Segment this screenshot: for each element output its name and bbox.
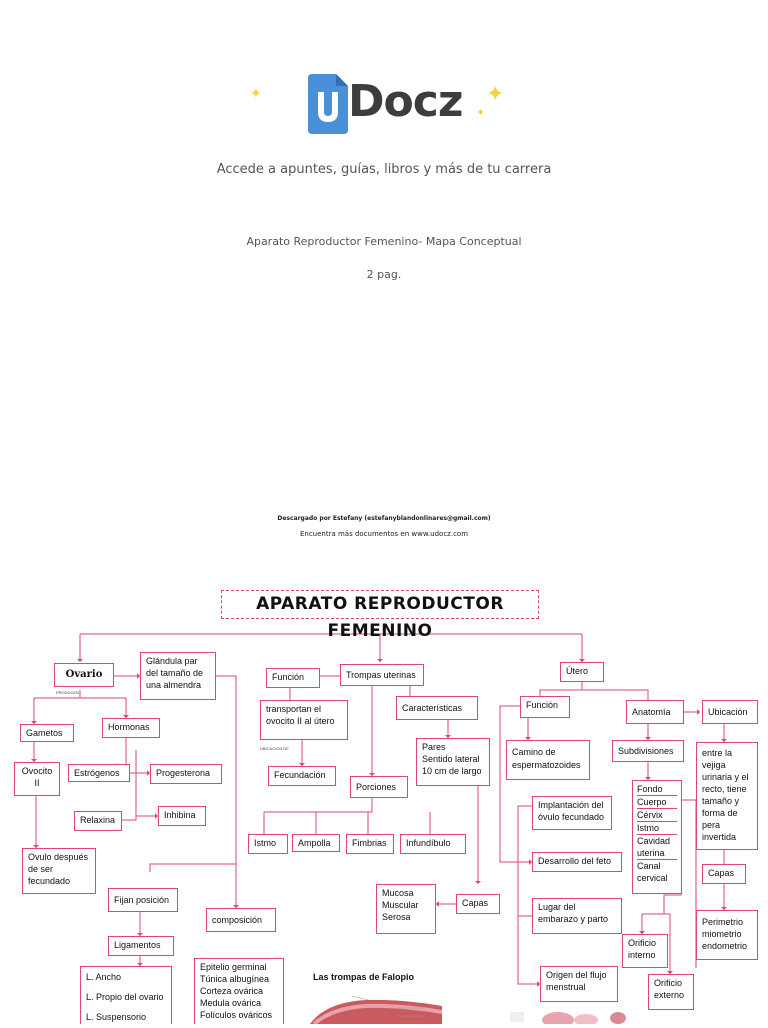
list-item: Epitelio germinal [200,962,267,972]
node-fecundacion: Fecundación [268,766,336,786]
node-funcion-trompas: Función [266,668,320,688]
list-item: Cavidad uterina [637,835,677,860]
list-item: Canal cervical [637,861,668,883]
list-item: Cuerpo [637,796,677,809]
node-implantacion: Implantación del óvulo fecundado [532,796,612,830]
node-fimbrias: Fimbrias [346,834,394,854]
list-item: L. Ancho [86,972,122,982]
node-estrogenos: Estrógenos [68,764,130,782]
node-orificio-externo: Orificio externo [648,974,694,1010]
list-item: Istmo [637,822,677,835]
tagline: Accede a apuntes, guías, libros y más de… [216,162,552,177]
list-item: L. Propio del ovario [86,992,164,1002]
node-infundibulo: Infundíbulo [400,834,466,854]
node-utero: Útero [560,662,604,682]
node-camino: Camino de espermatozoides [506,740,590,780]
node-capas-utero: Capas [702,864,746,884]
node-mucosa: Mucosa Muscular Serosa [376,884,436,934]
node-gametos: Gametos [20,724,74,742]
node-porciones: Porciones [350,776,408,798]
node-pares: Pares Sentido lateral 10 cm de largo [416,738,490,786]
node-ovocito: Ovocito II [14,762,60,796]
node-origen: Origen del flujo menstrual [540,966,618,1002]
node-fijan: Fijan posición [108,888,178,912]
list-item: L. Suspensorio [86,1012,147,1022]
node-inhibina: Inhibina [158,806,206,826]
node-hormonas: Hormonas [102,718,160,738]
node-composicion-list: Epitelio germinal Túnica albugínea Corte… [194,958,284,1024]
node-glandula: Glándula par del tamaño de una almendra [140,652,216,700]
node-subdivisiones: Subdivisiones [612,740,684,762]
node-trompas: Trompas uterinas [340,664,424,686]
node-relaxina: Relaxina [74,811,122,831]
node-funcion-utero: Función [520,696,570,718]
sparkle-icon: ✦ [250,86,262,102]
node-ubicacion: Ubicación [702,700,758,724]
udocz-logo [306,74,350,136]
fallopian-illustration [306,986,443,1026]
downloaded-by: Descargado por Estefany (estefanyblandon… [277,515,491,522]
node-ampolla: Ampolla [292,834,340,852]
uterus-illustration [508,1006,636,1028]
node-istmo: Istmo [248,834,288,854]
node-perimetrio: Perimetrio miometrio endometrio [696,910,758,960]
node-ovulo: Ovulo después de ser fecundado [22,848,96,894]
list-item: Cérvix [637,809,677,822]
node-lugar: Lugar del embarazo y parto [532,898,622,934]
list-item: Corteza ovárica [200,986,264,996]
page-count: 2 pag. [366,268,402,281]
more-docs-link[interactable]: Encuentra más documentos en www.udocz.co… [299,530,469,538]
list-item: Medula ovárica [200,998,262,1008]
node-ligamentos: Ligamentos [108,936,174,956]
list-item: Folículos ováricos [200,1010,273,1020]
node-ovario: Ovario [54,663,114,687]
document-icon [308,74,348,134]
node-capas-trompas: Capas [456,894,500,914]
map-title: APARATO REPRODUCTOR FEMENINO [221,590,539,641]
node-subdivisiones-list: Fondo Cuerpo Cérvix Istmo Cavidad uterin… [632,780,682,894]
figure-title: Las trompas de Falopio [313,972,415,982]
document-title: Aparato Reproductor Femenino- Mapa Conce… [246,235,522,248]
node-anatomia: Anatomía [626,700,684,724]
label-producen: PRODUCEN [56,690,79,695]
node-transportan: transportan el ovocito II al útero [260,700,348,740]
node-caracteristicas: Características [396,696,478,720]
sparkle-icon: ✦ [476,106,486,119]
node-progesterona: Progesterona [150,764,222,784]
node-ubicacion-text: entre la vejiga urinaria y el recto, tie… [696,742,758,850]
node-desarrollo: Desarrollo del feto [532,852,622,872]
logo-text: Docz [348,76,463,127]
node-composicion: composición [206,908,276,932]
sparkle-icon: ✦ [486,82,505,107]
label-ubicacion-de: UBICACIÓN DE [260,746,289,751]
node-ligamentos-list: L. Ancho L. Propio del ovario L. Suspens… [80,966,172,1024]
list-item: Túnica albugínea [200,974,270,984]
list-item: Fondo [637,783,677,796]
node-orificio-interno: Orificio interno [622,934,668,968]
